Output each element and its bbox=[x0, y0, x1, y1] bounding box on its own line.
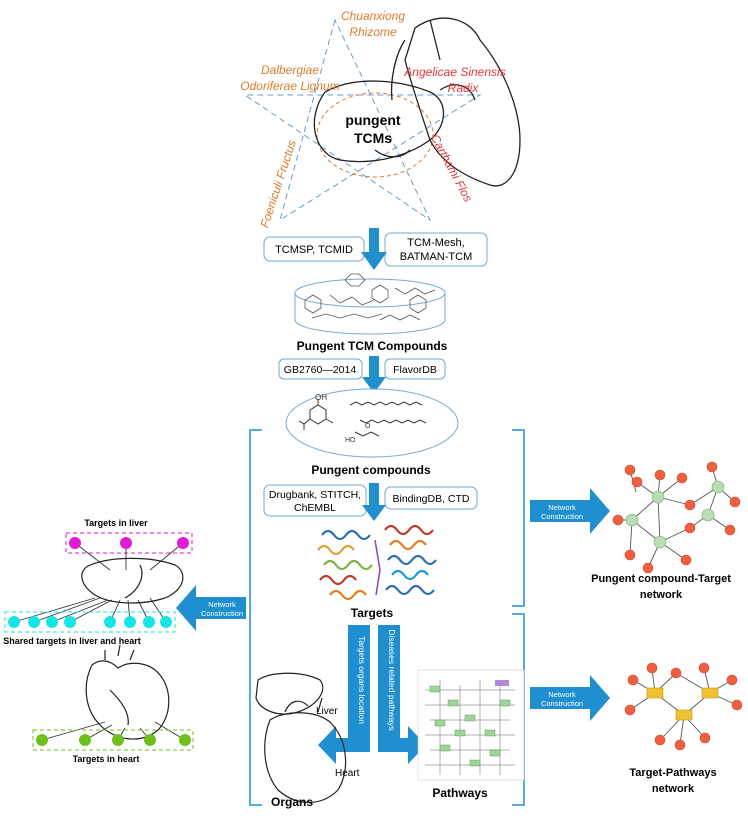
db-box-tcmsp bbox=[263, 236, 365, 262]
svg-text:OH: OH bbox=[315, 393, 327, 402]
label-targets-in-heart: Targets in heart bbox=[73, 754, 140, 764]
db-tcmsp-text: TCMSP, TCMID bbox=[275, 244, 353, 256]
heart-outline-top bbox=[390, 17, 521, 187]
db-tcmmesh-text-1: TCM-Mesh, bbox=[407, 237, 464, 249]
db-drugbank-text-1: Drugbank, STITCH, bbox=[269, 489, 361, 501]
herb-carthami: Carthami Flos bbox=[428, 132, 475, 205]
svg-text:O: O bbox=[365, 423, 371, 430]
liver-outline-left bbox=[81, 557, 184, 604]
herb-chuanxiong-1: Chuanxiong bbox=[341, 9, 405, 23]
right-bracket-upper bbox=[512, 429, 525, 607]
db-box-flavordb bbox=[384, 358, 446, 380]
pungent-compounds-ellipse bbox=[285, 388, 459, 458]
liver-targets-box bbox=[65, 532, 193, 554]
db-box-drugbank bbox=[263, 484, 367, 517]
target-pathways-network bbox=[624, 662, 743, 751]
star-section: Chuanxiong Rhizome Dalbergiae Odoriferae… bbox=[240, 9, 521, 229]
label-compound-target-network-2: network bbox=[640, 589, 683, 601]
flow-arrow-3 bbox=[362, 483, 386, 521]
heart-targets-box bbox=[32, 729, 194, 751]
nc-lower-1: Network bbox=[548, 690, 576, 699]
nc-upper-2: Construction bbox=[541, 512, 583, 521]
herb-angelicae-2: Radix bbox=[448, 81, 480, 95]
nc-upper-1: Network bbox=[548, 503, 576, 512]
label-targets-in-liver: Targets in liver bbox=[84, 518, 148, 528]
db-drugbank-text-2: ChEMBL bbox=[294, 502, 336, 514]
heart-target-nodes bbox=[36, 734, 191, 746]
protein-structure bbox=[317, 524, 437, 601]
network-arrow-left bbox=[176, 585, 246, 631]
organs-drawing bbox=[255, 672, 347, 803]
compound-structures: OH HO O bbox=[298, 393, 427, 444]
db-box-gb2760 bbox=[278, 358, 363, 380]
center-pungent: pungent bbox=[345, 112, 401, 128]
flow-arrow-1 bbox=[361, 228, 387, 270]
db-tcmmesh-text-2: BATMAN-TCM bbox=[400, 251, 473, 263]
label-liver: Liver bbox=[316, 706, 338, 717]
compound-target-network bbox=[612, 461, 741, 574]
label-pungent-compounds: Pungent compounds bbox=[311, 463, 431, 477]
flow-arrow-2 bbox=[362, 356, 386, 393]
left-bracket bbox=[249, 429, 262, 806]
db-bindingdb-text: BindingDB, CTD bbox=[392, 493, 469, 505]
label-organs: Organs bbox=[271, 795, 313, 809]
db-box-bindingdb bbox=[384, 486, 478, 510]
shared-target-nodes bbox=[8, 616, 172, 628]
label-pathways: Pathways bbox=[432, 786, 488, 800]
shared-targets-box bbox=[4, 611, 176, 633]
heart-outline-left bbox=[85, 644, 170, 740]
db-box-tcmmesh bbox=[384, 232, 488, 267]
label-targets-organs-location: Targets organs location bbox=[357, 636, 367, 724]
nc-left-2: Construction bbox=[201, 609, 243, 618]
liver-outline-top bbox=[313, 80, 444, 163]
herb-dalbergiae-2: Odoriferae Lignum bbox=[240, 79, 339, 93]
targets-organs-arrow bbox=[318, 625, 370, 764]
label-diseases-related-pathways: Diseases related pathways bbox=[387, 629, 397, 731]
label-target-pathways-network-2: network bbox=[652, 783, 695, 795]
liver-target-nodes bbox=[69, 537, 189, 549]
nc-lower-2: Construction bbox=[541, 699, 583, 708]
label-targets: Targets bbox=[351, 606, 394, 620]
herb-foeniculi: Foeniculi Fructus bbox=[257, 138, 299, 229]
label-pungent-tcm-compounds: Pungent TCM Compounds bbox=[297, 339, 448, 353]
herb-chuanxiong-2: Rhizome bbox=[349, 25, 397, 39]
compound-cylinder bbox=[294, 273, 446, 335]
dashed-ellipse bbox=[316, 92, 434, 178]
svg-text:HO: HO bbox=[345, 437, 356, 444]
diseases-pathways-arrow bbox=[378, 625, 426, 764]
label-shared-targets: Shared targets in liver and heart bbox=[3, 636, 141, 646]
db-gb2760-text: GB2760—2014 bbox=[284, 364, 357, 376]
label-compound-target-network-1: Pungent compound-Target bbox=[591, 573, 731, 585]
pathway-map bbox=[417, 669, 525, 781]
network-arrow-right-upper bbox=[530, 488, 610, 534]
dashed-star bbox=[243, 18, 482, 222]
label-target-pathways-network-1: Target-Pathways bbox=[629, 767, 716, 779]
network-arrow-right-lower bbox=[530, 675, 610, 721]
herb-dalbergiae-1: Dalbergiae bbox=[261, 63, 319, 77]
db-flavordb-text: FlavorDB bbox=[393, 364, 437, 376]
label-heart: Heart bbox=[335, 768, 360, 779]
nc-left-1: Network bbox=[208, 600, 236, 609]
center-tcms: TCMs bbox=[354, 130, 392, 146]
herb-angelicae-1: Angelicae Sinensis bbox=[403, 65, 505, 79]
